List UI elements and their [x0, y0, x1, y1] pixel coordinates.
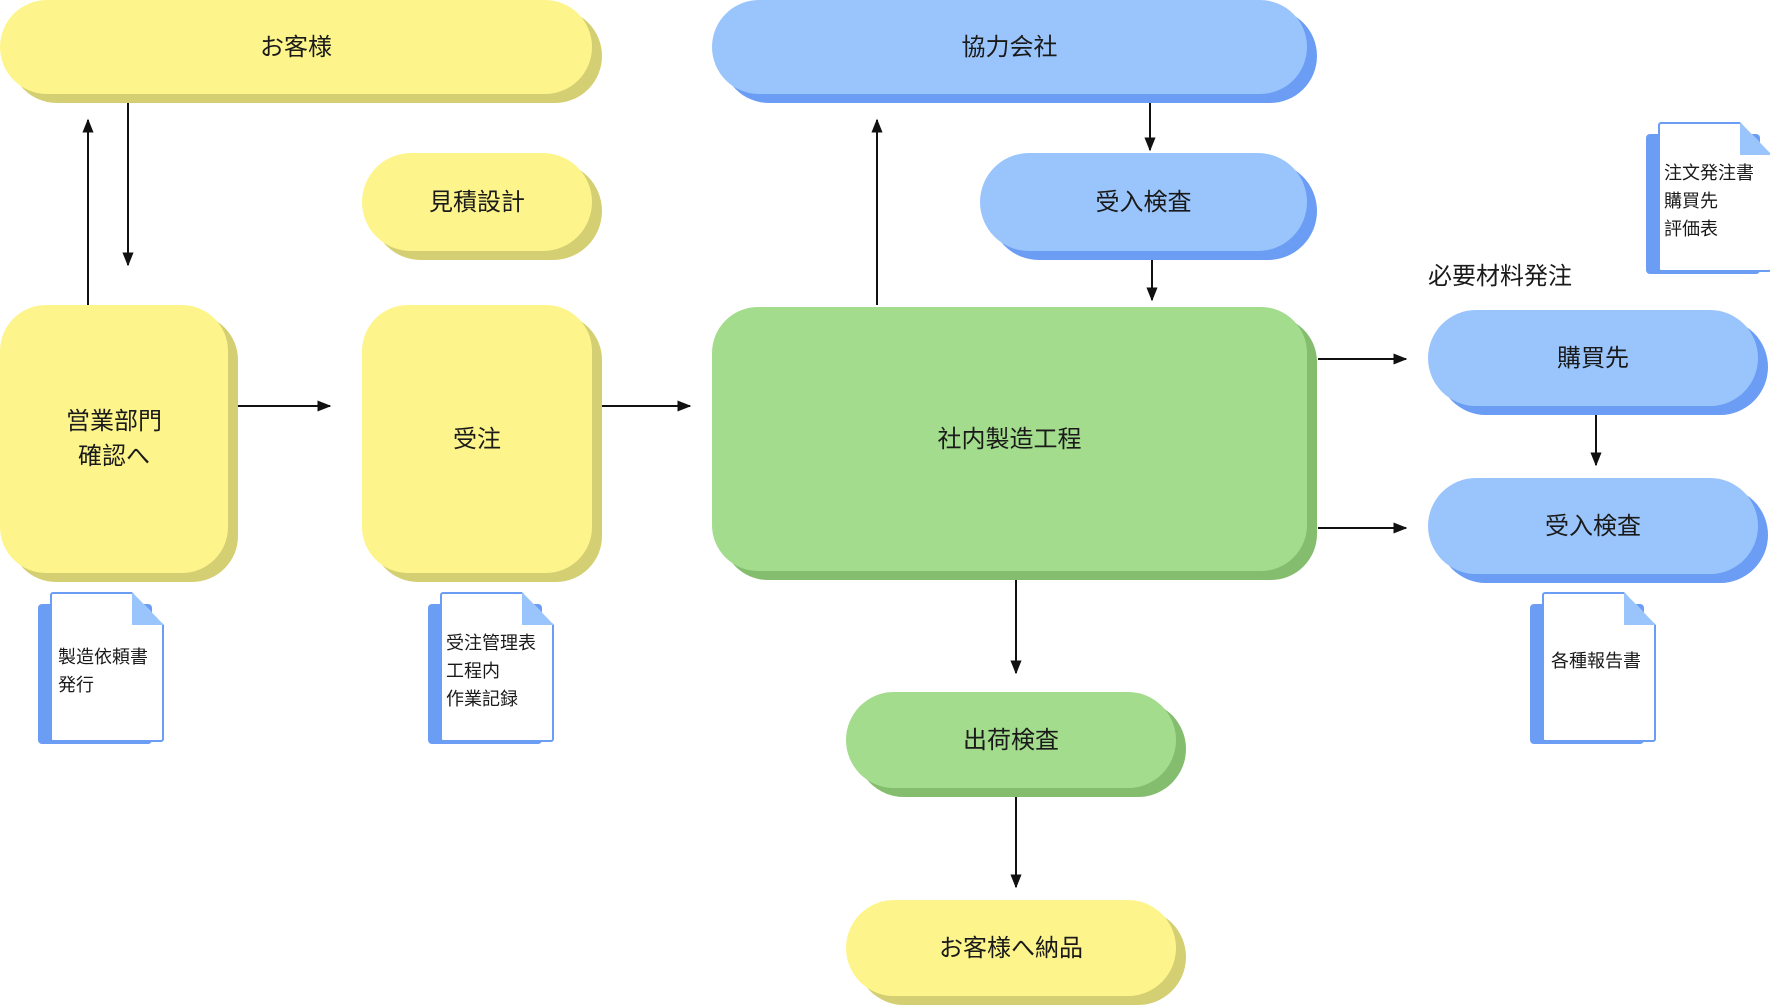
- material-order-label: 必要材料発注: [1428, 262, 1572, 290]
- estimate-design-label: 見積設計: [429, 187, 525, 216]
- shipping-inspection-node: 出荷検査: [846, 692, 1176, 788]
- report-document-text: 各種報告書: [1551, 651, 1641, 672]
- supplier-inspection-label: 受入検査: [1545, 511, 1641, 540]
- shipping-inspection-label: 出荷検査: [963, 725, 1059, 754]
- delivery-label: お客様へ納品: [939, 933, 1083, 962]
- sales-dept-label: 営業部門 確認へ: [66, 407, 162, 470]
- customer-label: お客様: [260, 32, 332, 61]
- partner-inspection-label: 受入検査: [1095, 187, 1192, 216]
- supplier-inspection-node: 受入検査: [1428, 478, 1758, 574]
- purchase-document: 注文発注書 購買先 評価表: [1646, 122, 1770, 274]
- order-receipt-label: 受注: [453, 424, 501, 453]
- supplier-label: 購買先: [1557, 343, 1629, 372]
- manufacturing-label: 社内製造工程: [937, 424, 1082, 453]
- order-document: 受注管理表 工程内 作業記録: [428, 592, 554, 744]
- customer-node: お客様: [0, 0, 592, 94]
- order-receipt-node: 受注: [362, 305, 592, 573]
- partner-inspection-node: 受入検査: [980, 153, 1307, 251]
- partner-label: 協力会社: [961, 32, 1058, 61]
- estimate-design-node: 見積設計: [362, 153, 592, 251]
- sales-document-text: 製造依頼書 発行: [58, 647, 148, 696]
- delivery-node: お客様へ納品: [846, 900, 1176, 996]
- sales-document: 製造依頼書 発行: [38, 592, 164, 744]
- purchase-document-text: 注文発注書 購買先 評価表: [1664, 163, 1754, 240]
- report-document: 各種報告書: [1530, 592, 1656, 744]
- order-document-text: 受注管理表 工程内 作業記録: [446, 633, 536, 710]
- partner-node: 協力会社: [712, 0, 1307, 94]
- sales-dept-node: 営業部門 確認へ: [0, 305, 228, 573]
- manufacturing-node: 社内製造工程: [712, 307, 1307, 571]
- supplier-node: 購買先: [1428, 310, 1758, 406]
